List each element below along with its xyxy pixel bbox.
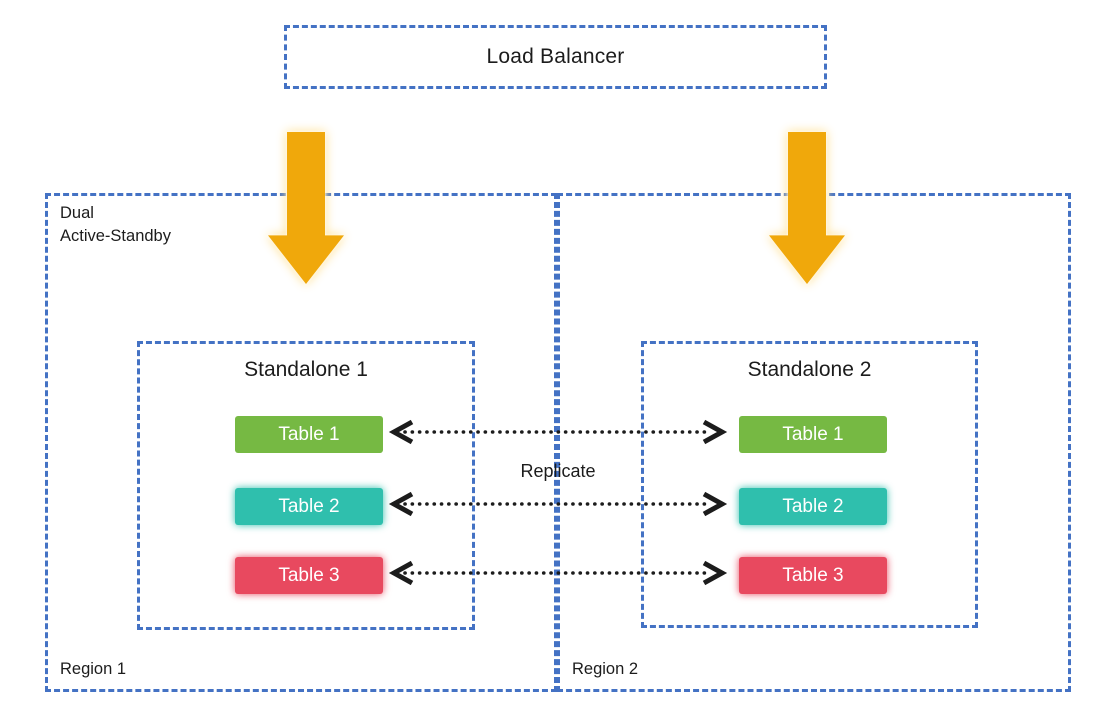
load-balancer-label: Load Balancer: [486, 45, 625, 68]
down-arrow-left: [268, 132, 344, 284]
standalone-2-box: Standalone 2 Table 1 Table 2 Table 3: [641, 341, 978, 628]
load-balancer-box: Load Balancer: [284, 25, 827, 89]
standalone-1-box: Standalone 1 Table 1 Table 2 Table 3: [137, 341, 475, 630]
down-arrow-right-shape: [769, 132, 845, 284]
region-2-label: Region 2: [572, 660, 639, 678]
replicate-arrow: [388, 491, 728, 517]
replicate-label: Replicate: [520, 461, 596, 481]
down-arrow-left-shape: [268, 132, 344, 284]
table-chip: Table 2: [739, 488, 887, 525]
region-1-label: Region 1: [60, 660, 127, 678]
standalone-1-title: Standalone 1: [244, 358, 368, 381]
standalone-2-title: Standalone 2: [747, 358, 872, 381]
table-chip: Table 2: [235, 488, 383, 525]
dual-active-standby-label: Dual Active-Standby: [60, 204, 171, 245]
replicate-arrow: [388, 419, 728, 445]
down-arrow-right: [769, 132, 845, 284]
table-chip: Table 1: [235, 416, 383, 453]
table-chip: Table 3: [739, 557, 887, 594]
table-chip: Table 1: [739, 416, 887, 453]
replicate-arrow: [388, 560, 728, 586]
table-chip: Table 3: [235, 557, 383, 594]
